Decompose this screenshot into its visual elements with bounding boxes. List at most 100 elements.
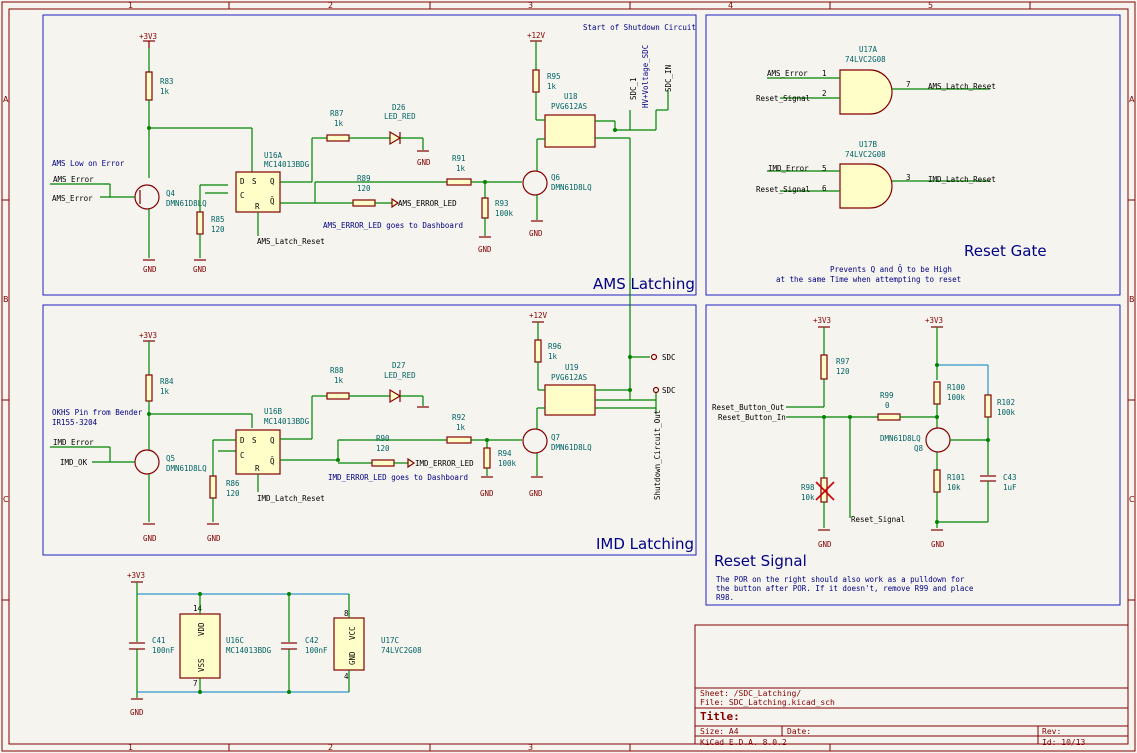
r101-val: 10k bbox=[947, 483, 961, 492]
col-label-1: 1 bbox=[128, 1, 133, 10]
d27-val: LED_RED bbox=[384, 371, 416, 380]
imd-error-net: IMD_Error bbox=[53, 438, 94, 447]
col-label-3: 3 bbox=[528, 1, 533, 10]
c43-ref: C43 bbox=[1003, 473, 1017, 482]
u16c-ref: U16C bbox=[226, 636, 244, 645]
u17a-pin7: 7 bbox=[906, 80, 911, 89]
u16a-pin-q: Q bbox=[270, 177, 275, 186]
gate-b-out: IMD_Latch_Reset bbox=[928, 175, 996, 184]
u17a-pin2: 2 bbox=[822, 89, 827, 98]
u17b-pin6: 6 bbox=[822, 184, 827, 193]
ams-q6-gnd: GND bbox=[529, 229, 543, 238]
r97-val: 120 bbox=[836, 367, 850, 376]
note-reset-1: The POR on the right should also work as… bbox=[716, 575, 965, 584]
c41-val: 100nF bbox=[152, 646, 175, 655]
q6-val: DMN61D8LQ bbox=[551, 183, 592, 192]
u17b-val: 74LVC2G08 bbox=[845, 150, 886, 159]
col-label-4: 4 bbox=[728, 1, 733, 10]
reset-gate-title: Reset Gate bbox=[964, 242, 1047, 260]
r98-ref: R98 bbox=[801, 483, 815, 492]
u17b-ref: U17B bbox=[859, 140, 878, 149]
u16a-val: MC14013BDG bbox=[264, 160, 310, 169]
gate-b-in1: IMD_Error bbox=[768, 164, 809, 173]
reset-gate-circuit: U17A 74LVC2G08 AMS_Error Reset_Signal AM… bbox=[756, 45, 996, 284]
u17c-pin8: 8 bbox=[344, 609, 349, 618]
reset-gnd-b: GND bbox=[931, 540, 945, 549]
u16b-pin-c: C bbox=[240, 451, 245, 460]
tb-title: Title: bbox=[700, 710, 740, 723]
u19-val: PVG612AS bbox=[551, 373, 588, 382]
row-label-c-right: C bbox=[1129, 495, 1135, 504]
u16b-ref: U16B bbox=[264, 407, 283, 416]
ams-section-title: AMS Latching bbox=[593, 275, 695, 293]
u17b-pin3: 3 bbox=[906, 173, 911, 182]
q8-ref: Q8 bbox=[914, 444, 924, 453]
r97-resistor bbox=[820, 354, 828, 380]
c41-ref: C41 bbox=[152, 636, 166, 645]
u18-relay bbox=[544, 114, 596, 148]
u16b-pin-qb: Q̄ bbox=[270, 457, 275, 466]
u17b-and-gate bbox=[839, 163, 893, 209]
u17b-pin5: 5 bbox=[822, 164, 827, 173]
imd-ok-input-label: IMD_OK bbox=[60, 458, 88, 467]
r96-ref: R96 bbox=[548, 342, 562, 351]
gate-a-in1: AMS_Error bbox=[767, 69, 808, 78]
imd-v12-label: +12V bbox=[529, 311, 548, 320]
r84-val: 1k bbox=[160, 387, 170, 396]
r89-ref: R89 bbox=[357, 174, 371, 183]
imd-error-led-net: IMD_ERROR_LED bbox=[415, 459, 474, 468]
ams-error-led-net: AMS_ERROR_LED bbox=[398, 199, 457, 208]
r90-val: 120 bbox=[376, 444, 390, 453]
q8-mosfet bbox=[925, 427, 951, 453]
q8-val: DMN61D8LQ bbox=[880, 434, 921, 443]
note-ams-low: AMS Low on Error bbox=[52, 159, 125, 168]
q5-ref: Q5 bbox=[166, 454, 175, 463]
q4-ref: Q4 bbox=[166, 189, 176, 198]
r84-ref: R84 bbox=[160, 377, 174, 386]
c42-val: 100nF bbox=[305, 646, 328, 655]
note-reset-2: the button after POR. If it doesn't, rem… bbox=[716, 584, 974, 593]
r87-ref: R87 bbox=[330, 109, 344, 118]
imd-circuit: +3V3 R84 1k OKHS Pin from Bender IR155-3… bbox=[50, 311, 676, 543]
u17c-vcc: VCC bbox=[348, 626, 357, 640]
r97-ref: R97 bbox=[836, 357, 850, 366]
u16c-pin7: 7 bbox=[193, 679, 198, 688]
note-start-sdc: Start of Shutdown Circuit bbox=[583, 23, 696, 32]
r85-resistor bbox=[196, 211, 204, 235]
r85-val: 120 bbox=[211, 225, 225, 234]
u16b-pin-r: R bbox=[255, 464, 260, 473]
u16b-val: MC14013BDG bbox=[264, 417, 310, 426]
note-gate-2: at the same Time when attempting to rese… bbox=[776, 275, 961, 284]
r95-ref: R95 bbox=[547, 72, 561, 81]
r100-val: 100k bbox=[947, 393, 966, 402]
r83-resistor bbox=[145, 71, 153, 101]
r102-val: 100k bbox=[997, 408, 1016, 417]
q4-val: DMN61D8LQ bbox=[166, 199, 207, 208]
d26-led bbox=[389, 130, 402, 146]
note-imd-ok-1: OKHS Pin from Bender bbox=[52, 408, 143, 417]
u17c-ref: U17C bbox=[381, 636, 399, 645]
c43-val: 1uF bbox=[1003, 483, 1017, 492]
gate-a-out: AMS_Latch_Reset bbox=[928, 82, 996, 91]
r91-val: 1k bbox=[456, 164, 466, 173]
u19-relay bbox=[544, 384, 596, 416]
row-label-a-right: A bbox=[1129, 95, 1135, 104]
u16a-pin-c: C bbox=[240, 191, 245, 200]
u16a-pin-d: D bbox=[240, 177, 245, 186]
tb-size: Size: A4 bbox=[700, 727, 739, 736]
ams-q4-gnd: GND bbox=[143, 265, 157, 274]
note-ams-err-led: AMS_ERROR_LED goes to Dashboard bbox=[323, 221, 463, 230]
q6-ref: Q6 bbox=[551, 173, 561, 182]
col-label-5: 5 bbox=[928, 1, 933, 10]
inner-frame bbox=[8, 8, 1129, 745]
col-label-3-bottom: 3 bbox=[528, 743, 533, 752]
gate-a-in2: Reset_Signal bbox=[756, 94, 810, 103]
u17c-val: 74LVC2G08 bbox=[381, 646, 422, 655]
u17a-and-gate bbox=[839, 69, 893, 115]
r99-ref: R99 bbox=[880, 391, 894, 400]
d27-led bbox=[389, 388, 402, 404]
r88-ref: R88 bbox=[330, 366, 344, 375]
ams-error-input-label: AMS_Error bbox=[52, 194, 93, 203]
